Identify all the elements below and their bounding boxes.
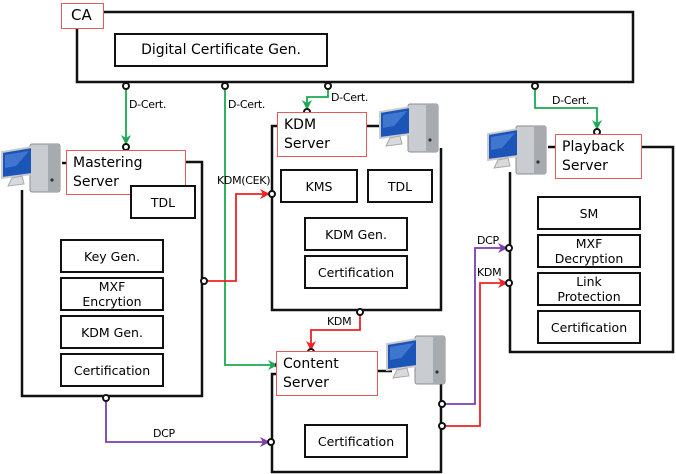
playback-module-sm: SM: [537, 196, 641, 230]
content-server-title: Content Server: [276, 351, 378, 396]
d-cert-line-playback: [534, 85, 602, 130]
port: [438, 422, 446, 430]
kdm-server-title: KDM Server: [277, 112, 367, 157]
title-line: Server: [283, 375, 329, 391]
title-line: Server: [73, 174, 119, 190]
mastering-server-title: Mastering Server: [66, 150, 186, 195]
d-cert-label-content: D-Cert.: [228, 98, 266, 111]
kdm-frame: [270, 124, 443, 312]
kdm-module-kdm-gen: KDM Gen.: [304, 217, 408, 251]
playback-module-link-protection: Link Protection: [537, 272, 641, 306]
playback-module-certification: Certification: [537, 310, 641, 344]
title-line: Playback: [562, 139, 625, 155]
d-cert-line-content: [224, 85, 278, 370]
title-line: Mastering: [73, 155, 143, 171]
mastering-module-key-gen: Key Gen.: [60, 239, 164, 273]
kdm-to-content-line: [306, 313, 361, 351]
kdm-cek-line: [206, 189, 270, 282]
dcp-to-playback-label: DCP: [477, 234, 499, 247]
dcp-to-playback-line: [444, 243, 508, 405]
d-cert-label-kdm: D-Cert.: [331, 91, 369, 104]
kdm-to-playback-line: [444, 278, 508, 427]
ca-frame: [75, 10, 635, 84]
mastering-module-mxf-encryption: MXF Encrytion: [60, 277, 164, 311]
playback-server-title: Playback Server: [555, 134, 642, 179]
port: [267, 438, 275, 446]
mastering-module-tdl: TDL: [130, 185, 196, 219]
d-cert-label-playback: D-Cert.: [552, 94, 590, 107]
computer-icon: [386, 335, 446, 385]
mastering-module-kdm-gen: KDM Gen.: [60, 315, 164, 349]
title-line: Content: [283, 356, 339, 372]
computer-icon: [0, 143, 61, 193]
port: [505, 244, 513, 252]
port: [324, 82, 332, 90]
kdm-module-kms: KMS: [280, 169, 358, 203]
kdm-to-content-label: KDM: [327, 315, 352, 328]
dcp-to-content-line: [105, 400, 270, 447]
content-module-certification: Certification: [304, 424, 408, 458]
playback-module-mxf-decryption: MXF Decryption: [537, 234, 641, 268]
port: [505, 279, 513, 287]
port: [200, 277, 208, 285]
content-frame: [270, 372, 443, 474]
port: [102, 394, 110, 402]
playback-frame: [508, 145, 675, 354]
port: [221, 82, 229, 90]
port: [268, 190, 276, 198]
computer-icon: [487, 125, 547, 175]
mastering-frame: [20, 160, 204, 398]
kdm-to-playback-label: KDM: [477, 266, 502, 279]
port: [122, 82, 130, 90]
d-cert-label-mastering: D-Cert.: [129, 98, 167, 111]
d-cert-line-kdm: [302, 85, 329, 110]
kdm-cek-label: KDM(CEK): [217, 174, 271, 187]
kdm-module-certification: Certification: [304, 255, 408, 289]
title-line: Server: [284, 136, 330, 152]
port: [356, 308, 364, 316]
title-line: KDM: [284, 117, 317, 133]
dcp-to-content-label: DCP: [153, 427, 175, 440]
ca-title: CA: [61, 3, 104, 29]
computer-icon: [379, 103, 439, 153]
kdm-module-tdl: TDL: [367, 169, 433, 203]
title-line: Server: [562, 158, 608, 174]
mastering-module-certification: Certification: [60, 353, 164, 387]
ca-module-digital-certificate-gen: Digital Certificate Gen.: [114, 33, 328, 67]
port: [531, 82, 539, 90]
port: [438, 400, 446, 408]
